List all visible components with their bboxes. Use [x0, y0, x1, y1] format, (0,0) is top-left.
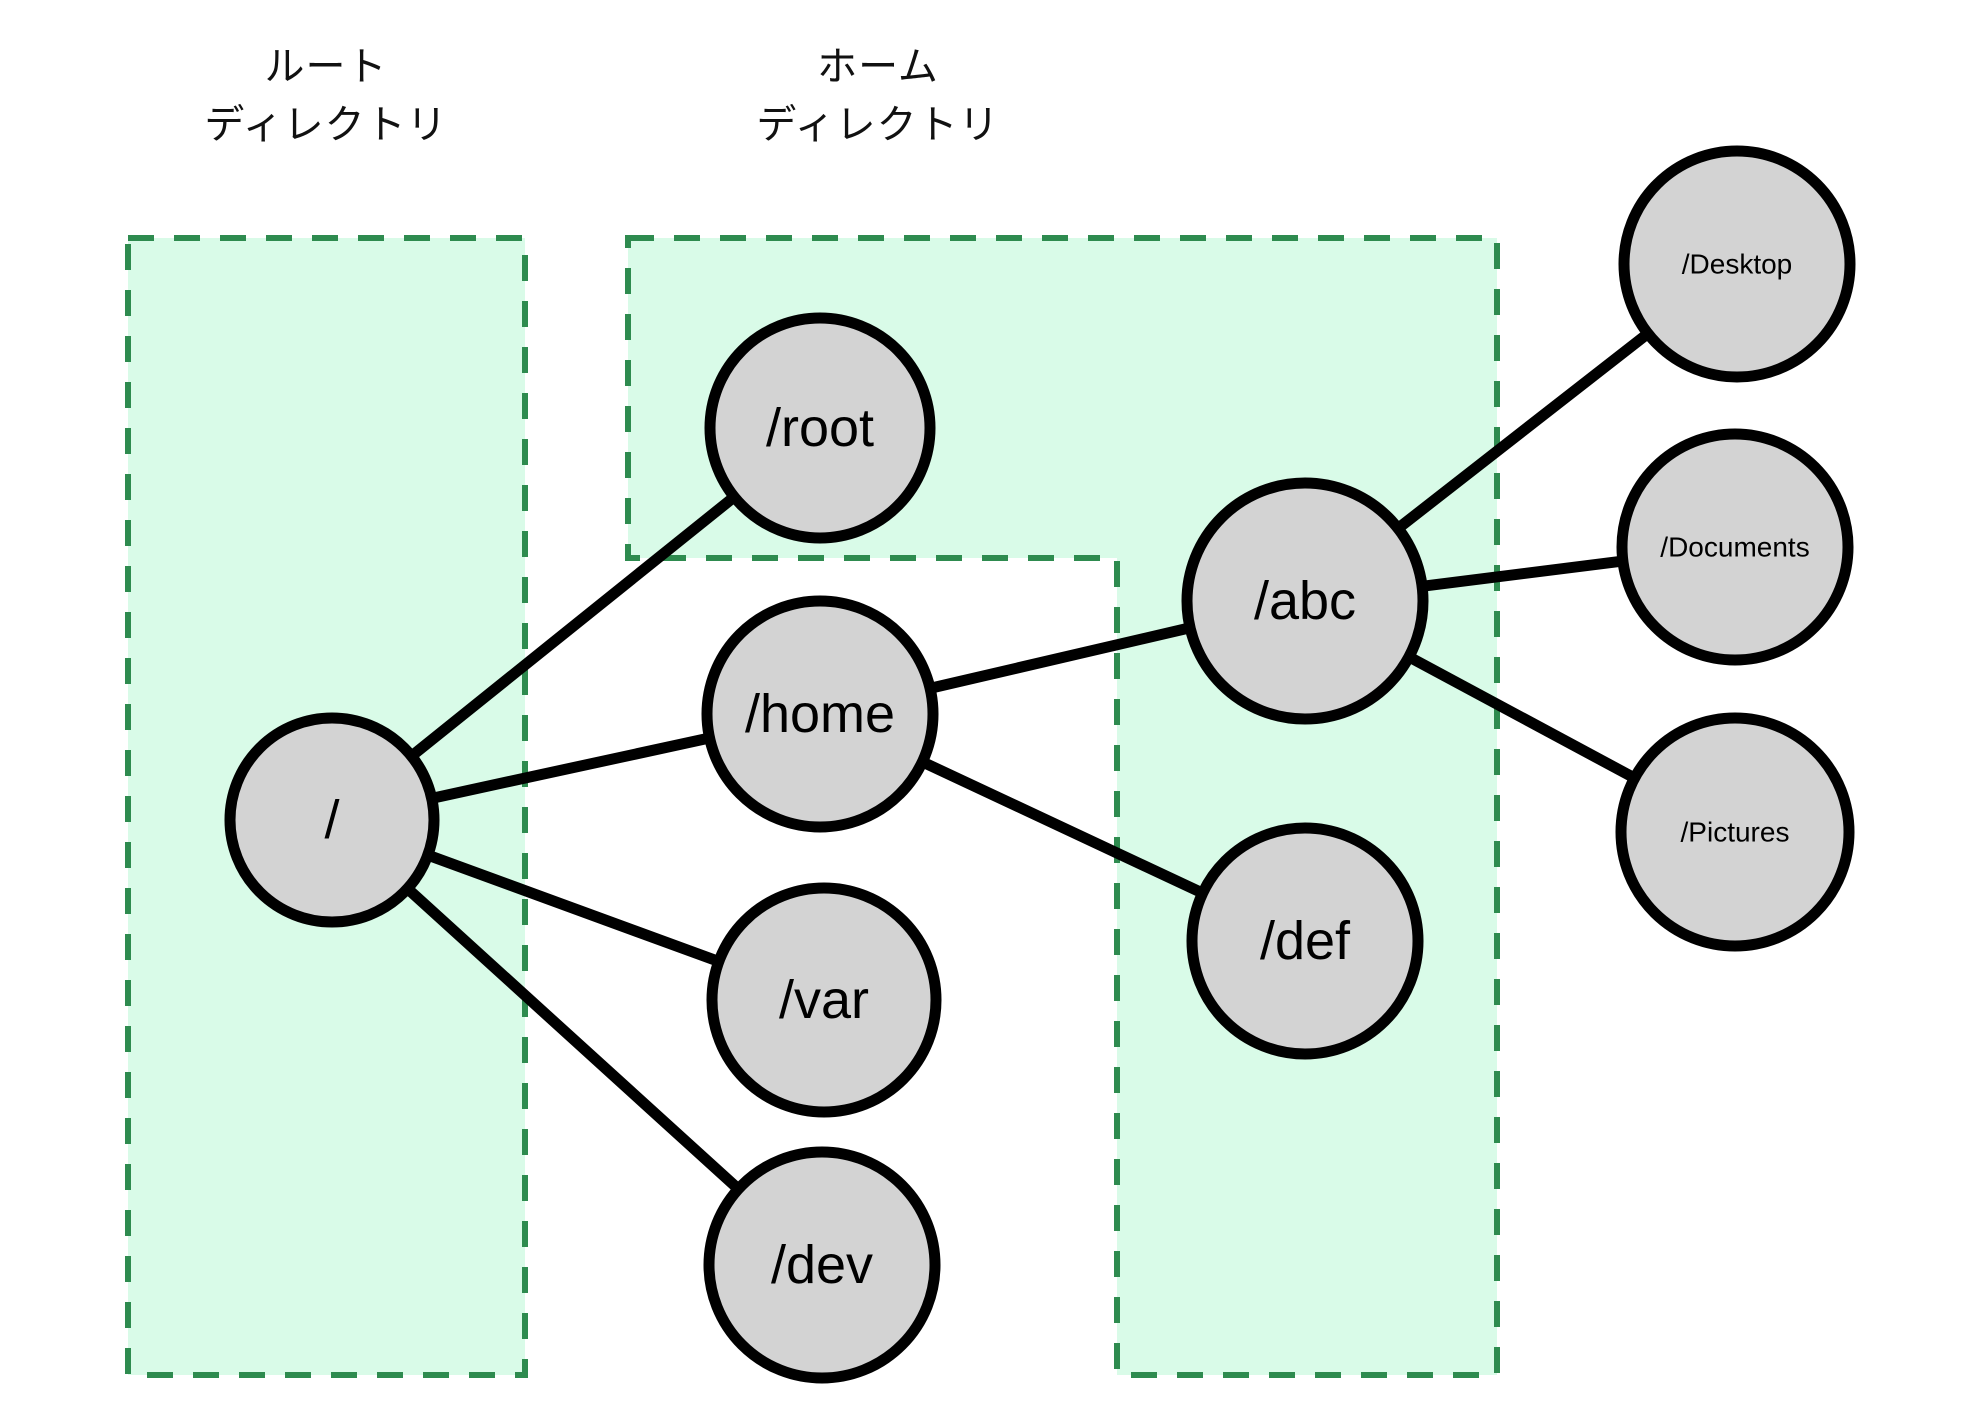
- home-dir-label: ホーム ディレクトリ: [756, 45, 1000, 147]
- edge-slash-root: [402, 488, 743, 765]
- node-home-label: /home: [745, 684, 895, 744]
- node-pictures-label: /Pictures: [1681, 817, 1790, 848]
- node-pictures[interactable]: /Pictures: [1615, 712, 1855, 952]
- node-home-circle[interactable]: [701, 595, 939, 833]
- node-abc[interactable]: /abc: [1181, 477, 1429, 725]
- node-desktop-label: /Desktop: [1682, 249, 1793, 280]
- node-abc-circle[interactable]: [1181, 477, 1429, 725]
- node-home[interactable]: /home: [701, 595, 939, 833]
- node-pictures-circle[interactable]: [1615, 712, 1855, 952]
- node-dev[interactable]: /dev: [703, 1146, 941, 1384]
- edge-abc-desktop: [1389, 325, 1657, 537]
- node-desktop-circle[interactable]: [1618, 145, 1856, 383]
- edge-slash-var: [418, 848, 729, 969]
- node-root-slash[interactable]: /: [224, 712, 440, 928]
- node-var-label: /var: [779, 970, 869, 1030]
- node-root-slash-circle[interactable]: [224, 712, 440, 928]
- node-root-slash-label: /: [324, 790, 339, 850]
- node-abc-label: /abc: [1254, 571, 1356, 631]
- node-def[interactable]: /def: [1186, 822, 1424, 1060]
- node-root[interactable]: /root: [704, 312, 936, 544]
- node-root-circle[interactable]: [704, 312, 936, 544]
- node-var[interactable]: /var: [706, 882, 942, 1118]
- node-documents-circle[interactable]: [1616, 428, 1854, 666]
- edge-slash-dev: [399, 880, 747, 1198]
- edge-slash-home: [422, 731, 719, 805]
- node-dev-label: /dev: [771, 1235, 873, 1295]
- node-documents-label: /Documents: [1660, 532, 1809, 563]
- nodes-layer: / /root/home/var/dev/abc/def/Desktop/Docu…: [224, 145, 1856, 1384]
- edge-home-abc: [920, 621, 1200, 695]
- node-root-label: /root: [766, 398, 874, 458]
- node-def-circle[interactable]: [1186, 822, 1424, 1060]
- edges-layer: [399, 325, 1657, 1198]
- node-documents[interactable]: /Documents: [1616, 428, 1854, 666]
- node-def-label: /def: [1260, 911, 1351, 971]
- node-dev-circle[interactable]: [703, 1146, 941, 1384]
- edge-home-def: [913, 754, 1212, 901]
- edge-abc-pictures: [1399, 649, 1644, 786]
- edge-abc-documents: [1412, 555, 1633, 593]
- root-dir-label: ルート ディレクトリ: [204, 45, 448, 147]
- node-desktop[interactable]: /Desktop: [1618, 145, 1856, 383]
- node-var-circle[interactable]: [706, 882, 942, 1118]
